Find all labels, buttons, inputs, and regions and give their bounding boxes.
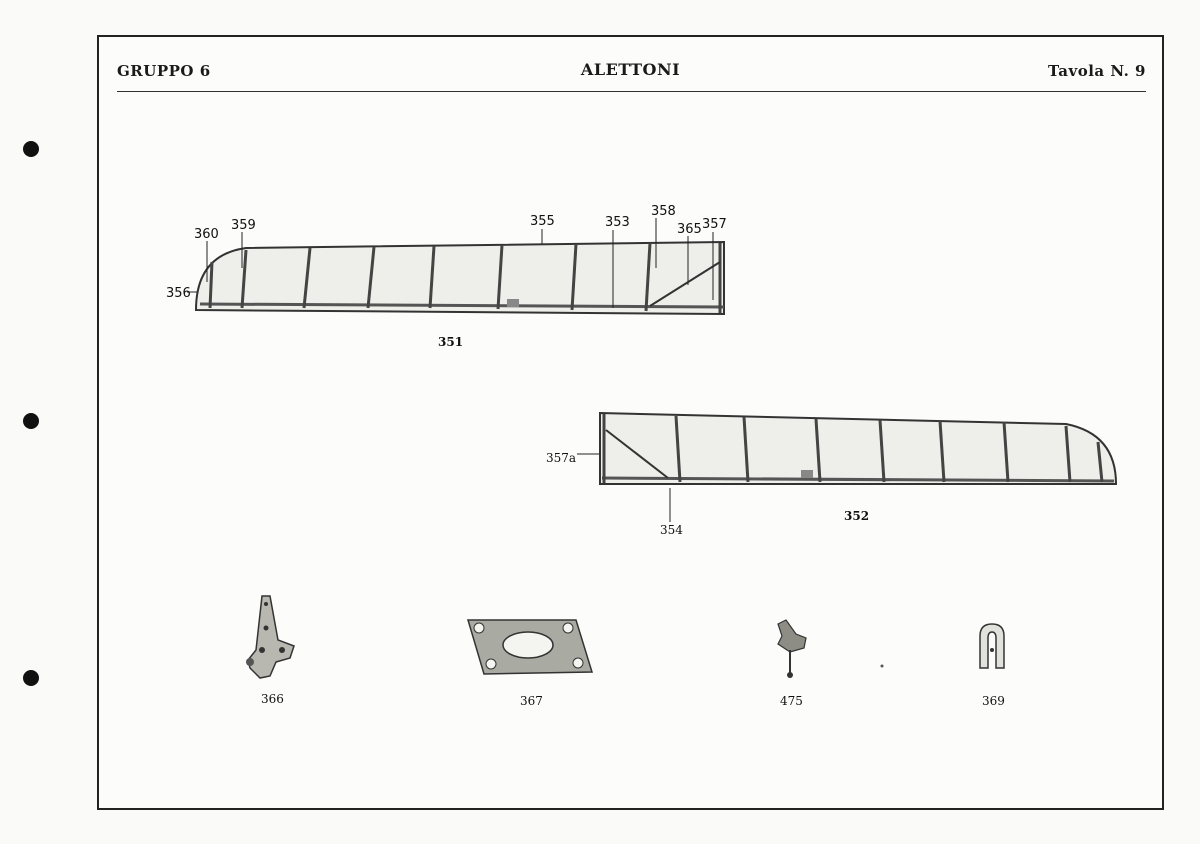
plate-number: Tavola N. 9	[1048, 62, 1146, 80]
part-366-bracket	[246, 595, 295, 679]
part-475-fitting	[777, 619, 807, 678]
callout-358: 358	[651, 204, 676, 219]
callout-360: 360	[194, 227, 219, 242]
speck	[880, 664, 884, 668]
part-366-label: 366	[261, 692, 284, 706]
callout-359: 359	[231, 218, 256, 233]
aileron-351-frame	[194, 240, 725, 316]
aileron-352-leaders	[577, 453, 671, 522]
callout-357: 357	[702, 217, 727, 232]
assembly-352-label: 352	[844, 509, 869, 523]
callout-356: 356	[166, 286, 191, 301]
page-title: ALETTONI	[580, 60, 681, 79]
callout-354: 354	[660, 523, 683, 537]
callout-357a: 357a	[546, 451, 576, 465]
part-369-clip	[979, 623, 1005, 669]
aileron-351-leaders	[187, 218, 714, 308]
aileron-352-frame	[599, 411, 1118, 485]
part-367-plate	[466, 619, 594, 675]
callout-353: 353	[605, 215, 630, 230]
callout-355: 355	[530, 214, 555, 229]
binder-hole-top	[23, 141, 39, 157]
part-367-label: 367	[520, 694, 543, 708]
callout-365: 365	[677, 222, 702, 237]
assembly-351-label: 351	[438, 335, 463, 349]
binder-hole-middle	[23, 413, 39, 429]
binder-hole-bottom	[23, 670, 39, 686]
group-label: GRUPPO 6	[117, 62, 211, 80]
part-369-label: 369	[982, 694, 1005, 708]
header-rule	[117, 91, 1146, 92]
part-475-label: 475	[780, 694, 803, 708]
